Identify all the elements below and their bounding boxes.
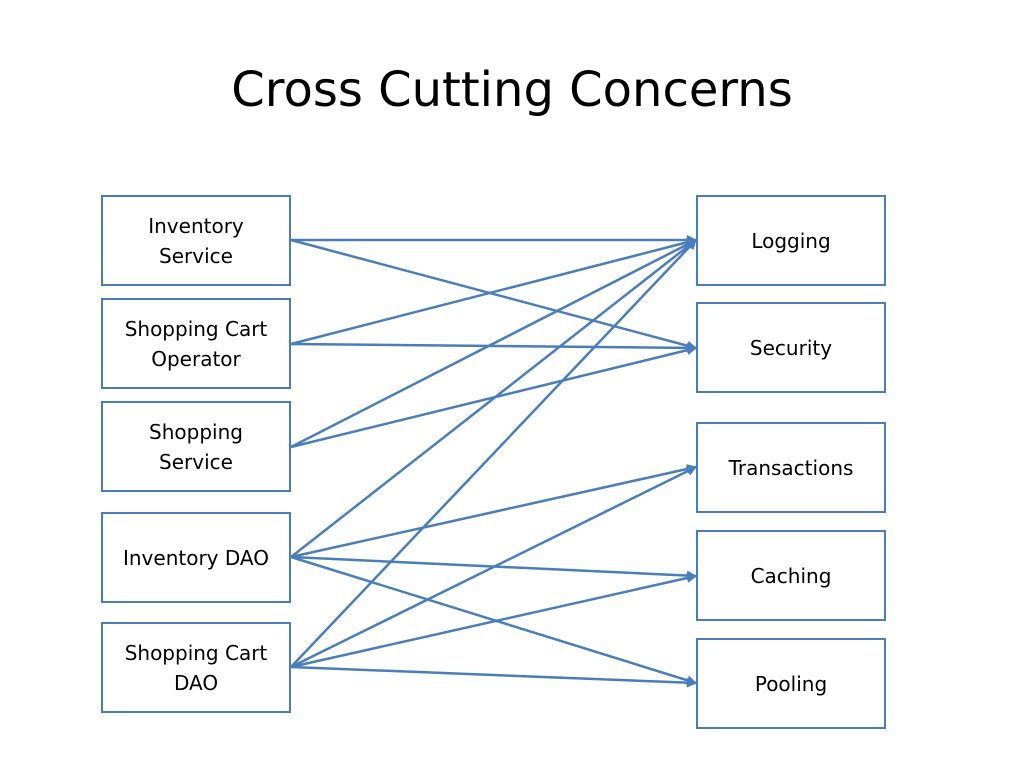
arrow-shopping-cart-dao-to-caching [290,573,697,669]
arrow-inventory-dao-to-logging [290,239,697,558]
service-label: Shopping Service [149,419,243,474]
concern-box-transactions: Transactions [696,422,886,513]
concern-label: Pooling [754,671,828,696]
service-box-inventory-service: Inventory Service [101,195,291,286]
arrow-shopping-cart-dao-to-transactions [290,465,697,669]
concern-box-logging: Logging [696,195,886,286]
service-label: Inventory Service [148,213,244,268]
concern-label: Logging [751,228,831,253]
service-box-shopping-cart-operator: Shopping Cart Operator [101,298,291,389]
arrow-inventory-dao-to-transactions [290,464,697,559]
concern-label: Security [749,335,833,360]
arrow-inventory-service-to-security [290,238,697,351]
concern-label: Transactions [728,455,854,480]
arrow-shopping-cart-dao-to-pooling [290,665,697,688]
service-label: Inventory DAO [122,545,269,570]
service-box-shopping-service: Shopping Service [101,401,291,492]
service-box-inventory-dao: Inventory DAO [101,512,291,603]
concern-box-security: Security [696,302,886,393]
concern-box-caching: Caching [696,530,886,621]
service-label: Shopping Cart DAO [124,640,268,695]
arrow-shopping-cart-dao-to-logging [290,239,697,668]
concern-label: Caching [750,563,832,588]
service-label: Shopping Cart Operator [124,316,268,371]
concern-box-pooling: Pooling [696,638,886,729]
service-box-shopping-cart-dao: Shopping Cart DAO [101,622,291,713]
arrow-shopping-cart-operator-to-security [290,342,697,353]
arrow-shopping-service-to-logging [290,238,697,449]
arrow-inventory-dao-to-pooling [290,555,697,686]
slide-title: Cross Cutting Concerns [231,62,793,118]
arrow-shopping-cart-operator-to-logging [290,237,697,346]
